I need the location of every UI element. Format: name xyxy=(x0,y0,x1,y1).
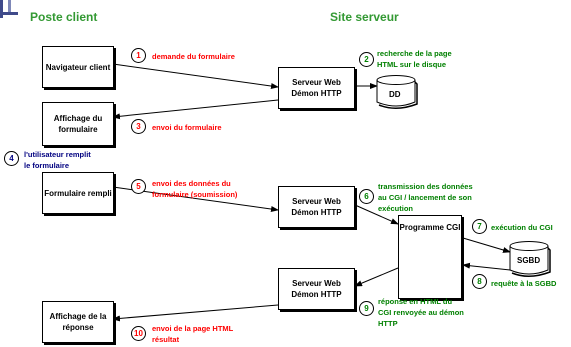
step-label: exécution du CGI xyxy=(491,223,553,232)
step-label: formulaire (soumission) xyxy=(152,190,238,199)
database-sgbd-shape xyxy=(509,241,551,277)
step-number-badge: 3 xyxy=(131,119,146,134)
step-label: envoi de la page HTML xyxy=(152,324,234,333)
slide-corner-decoration xyxy=(0,0,3,18)
form-display-box: Affichage du formulaire xyxy=(42,102,114,146)
step-label: au CGI / lancement de son xyxy=(378,193,472,202)
web-server-box-3: Serveur Web Démon HTTP xyxy=(278,268,355,310)
step-label: réponse en HTML du xyxy=(378,297,453,306)
step-label: transmission des données xyxy=(378,182,473,191)
arrow-launch-cgi xyxy=(354,204,399,225)
step-number-badge: 4 xyxy=(4,151,19,166)
server-column-header: Site serveur xyxy=(330,10,399,24)
step-number-badge: 7 xyxy=(472,219,487,234)
step-label: résultat xyxy=(152,335,180,344)
step-number-badge: 5 xyxy=(131,179,146,194)
client-column-header: Poste client xyxy=(30,10,98,24)
step-label: exécution xyxy=(378,204,414,213)
arrow-send-form xyxy=(112,99,279,120)
arrow-send-result xyxy=(112,304,279,322)
filled-form-box: Formulaire rempli xyxy=(42,172,114,214)
step-label: requête à la SGBD xyxy=(491,279,557,288)
step-label: demande du formulaire xyxy=(152,52,235,61)
slide-corner-decoration xyxy=(0,12,18,15)
step-label: CGI renvoyée au démon xyxy=(378,308,464,317)
step-number-badge: 9 xyxy=(359,301,374,316)
step-number-badge: 10 xyxy=(131,326,146,341)
sgbd-label: SGBD xyxy=(517,256,541,265)
cgi-program-box: Programme CGI xyxy=(398,215,462,299)
step-number-badge: 6 xyxy=(359,189,374,204)
slide-corner-decoration xyxy=(8,0,11,12)
step-label: HTTP xyxy=(378,319,398,328)
step-label: HTML sur le disque xyxy=(377,60,447,69)
disk-label: DD xyxy=(389,90,401,99)
step-number-badge: 8 xyxy=(472,274,487,289)
web-server-box-1: Serveur Web Démon HTTP xyxy=(278,67,355,109)
disk-dd-shape xyxy=(376,75,418,109)
step-label: l'utilisateur remplit xyxy=(24,150,91,159)
response-display-box: Affichage de la réponse xyxy=(42,301,114,343)
web-server-box-2: Serveur Web Démon HTTP xyxy=(278,186,355,228)
arrow-cgi-to-server xyxy=(354,267,399,287)
step-label: envoi des données du xyxy=(152,179,231,188)
step-number-badge: 2 xyxy=(359,52,374,67)
arrow-cgi-to-sgbd xyxy=(462,237,511,253)
step-label: recherche de la page xyxy=(377,49,452,58)
arrow-sgbd-to-cgi xyxy=(462,262,511,271)
navigator-box: Navigateur client xyxy=(42,46,114,88)
arrow-request-form xyxy=(112,63,279,90)
step-label: envoi du formulaire xyxy=(152,123,222,132)
step-label: le formulaire xyxy=(24,161,70,170)
step-number-badge: 1 xyxy=(131,48,146,63)
